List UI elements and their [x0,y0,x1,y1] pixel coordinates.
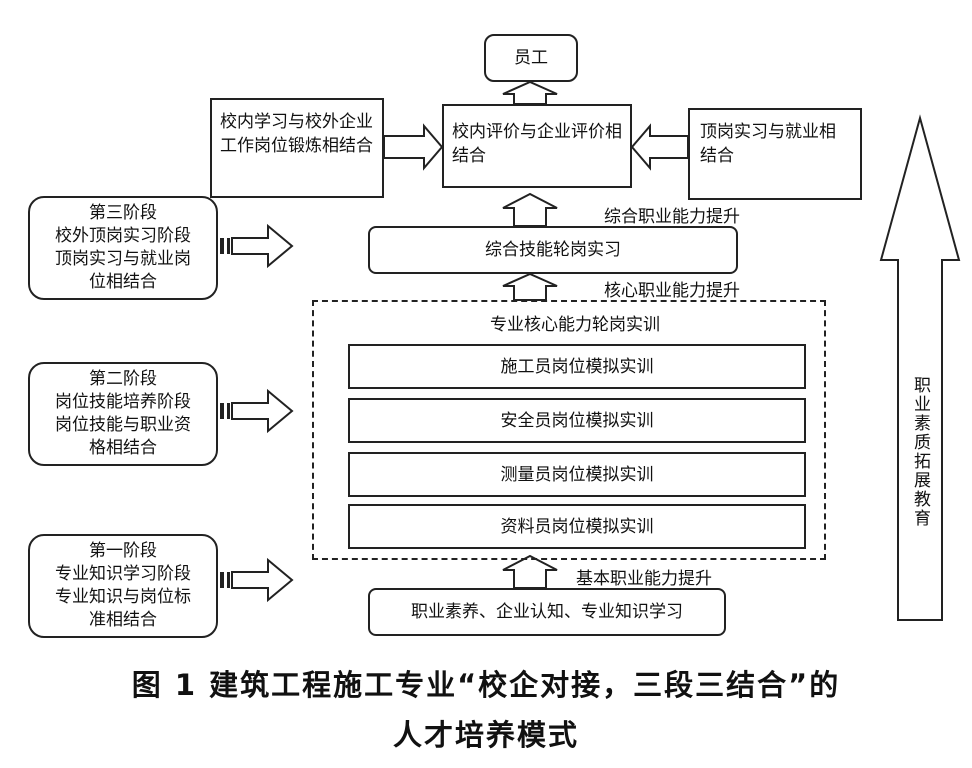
stage-line: 顶岗实习与就业岗 [55,249,191,269]
evaluation-box: 校内评价与企业评价相结合 [442,104,632,188]
core-title-label: 专业核心能力轮岗实训 [490,315,660,335]
arrow-stage-1 [231,557,294,603]
internship-employment-box: 顶岗实习与就业相结合 [688,108,862,200]
basic-learning-label: 职业素养、企业认知、专业知识学习 [411,602,683,622]
quality-education-label: 职业素质拓展教育 [910,376,930,528]
training-label: 测量员岗位模拟实训 [500,464,654,485]
school-enterprise-box: 校内学习与校外企业工作岗位锻炼相结合 [210,98,384,198]
employee-box: 员工 [484,34,578,82]
arrow-up-rotation [502,272,558,301]
arrow-quality-education [879,114,961,621]
training-box-construction: 施工员岗位模拟实训 [348,344,806,389]
stage-line: 专业知识学习阶段 [55,564,191,584]
stage-1-box: 第一阶段 专业知识学习阶段 专业知识与岗位标 准相结合 [28,534,218,638]
arrow-right-evaluation [383,123,444,171]
stage-name: 第三阶段 [89,203,157,223]
training-box-safety: 安全员岗位模拟实训 [348,398,806,443]
employee-label: 员工 [514,48,548,68]
arrow-stage-3 [231,223,294,269]
training-box-documents: 资料员岗位模拟实训 [348,504,806,549]
training-label: 施工员岗位模拟实训 [500,356,654,377]
training-label: 安全员岗位模拟实训 [500,410,654,431]
figure-caption-line-2: 人才培养模式 [392,718,579,752]
stage-3-box: 第三阶段 校外顶岗实习阶段 顶岗实习与就业岗 位相结合 [28,196,218,300]
arrow-up-employee [502,80,558,105]
school-enterprise-label: 校内学习与校外企业工作岗位锻炼相结合 [220,112,373,156]
comprehensive-improve-label: 综合职业能力提升 [604,207,740,227]
stage-line: 位相结合 [89,272,157,292]
internship-employment-label: 顶岗实习与就业相结合 [700,122,836,166]
stage-line: 岗位技能与职业资 [55,415,191,435]
arrow-up-core [502,554,558,589]
figure-caption-line-1: 图 1 建筑工程施工专业“校企对接，三段三结合”的 [131,668,841,702]
arrow-stage-2 [231,388,294,434]
basic-improve-label: 基本职业能力提升 [576,569,712,589]
stage-line: 专业知识与岗位标 [55,587,191,607]
evaluation-label: 校内评价与企业评价相结合 [452,122,622,166]
stage-line: 校外顶岗实习阶段 [55,226,191,246]
arrow-left-evaluation [630,123,689,171]
core-improve-label: 核心职业能力提升 [604,281,740,301]
basic-learning-box: 职业素养、企业认知、专业知识学习 [368,588,726,636]
core-training-group [312,300,826,560]
stage-line: 准相结合 [89,610,157,630]
stage-line: 格相结合 [89,438,157,458]
stage-name: 第一阶段 [89,541,157,561]
stage-name: 第二阶段 [89,369,157,389]
stage-2-box: 第二阶段 岗位技能培养阶段 岗位技能与职业资 格相结合 [28,362,218,466]
comprehensive-rotation-label: 综合技能轮岗实习 [485,240,621,260]
arrow-up-evaluation [502,192,558,227]
comprehensive-rotation-box: 综合技能轮岗实习 [368,226,738,274]
training-box-survey: 测量员岗位模拟实训 [348,452,806,497]
stage-line: 岗位技能培养阶段 [55,392,191,412]
training-label: 资料员岗位模拟实训 [500,516,654,537]
